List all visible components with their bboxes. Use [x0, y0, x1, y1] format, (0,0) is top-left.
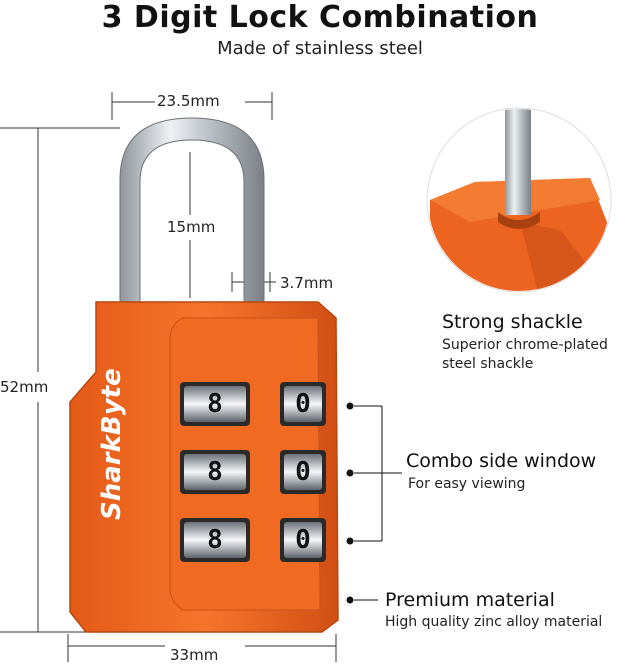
shackle	[119, 117, 265, 306]
dimension-lines	[0, 92, 337, 662]
dim-shackle-diameter: 3.7mm	[280, 274, 334, 292]
callout-markers	[346, 402, 402, 604]
feature-title-window: Combo side window	[406, 450, 597, 472]
dim-shackle-clearance: 15mm	[167, 218, 216, 236]
dial-digit[interactable]: 8	[207, 389, 223, 419]
feature-desc-window: For easy viewing	[408, 476, 526, 492]
dial-digit[interactable]: 8	[207, 525, 223, 555]
dim-shackle-width: 23.5mm	[157, 92, 220, 110]
brand-logo: SharkByte	[97, 368, 127, 520]
dim-body-width: 33mm	[170, 646, 219, 664]
dial-digit[interactable]: 0	[295, 389, 311, 419]
dial-digit[interactable]: 0	[295, 457, 311, 487]
dial-digit[interactable]: 0	[295, 525, 311, 555]
feature-title-shackle: Strong shackle	[442, 311, 583, 333]
page-subtitle: Made of stainless steel	[217, 38, 423, 59]
dim-height: 52mm	[0, 378, 49, 396]
dial-windows	[180, 382, 326, 562]
feature-title-material: Premium material	[385, 589, 555, 611]
page-title: 3 Digit Lock Combination	[101, 0, 539, 35]
feature-desc-material: High quality zinc alloy material	[385, 614, 603, 630]
zoom-detail-circle	[426, 107, 612, 293]
feature-desc-shackle-1: Superior chrome-plated	[442, 337, 608, 353]
feature-desc-shackle-2: steel shackle	[442, 356, 534, 372]
dial-digit[interactable]: 8	[207, 457, 223, 487]
